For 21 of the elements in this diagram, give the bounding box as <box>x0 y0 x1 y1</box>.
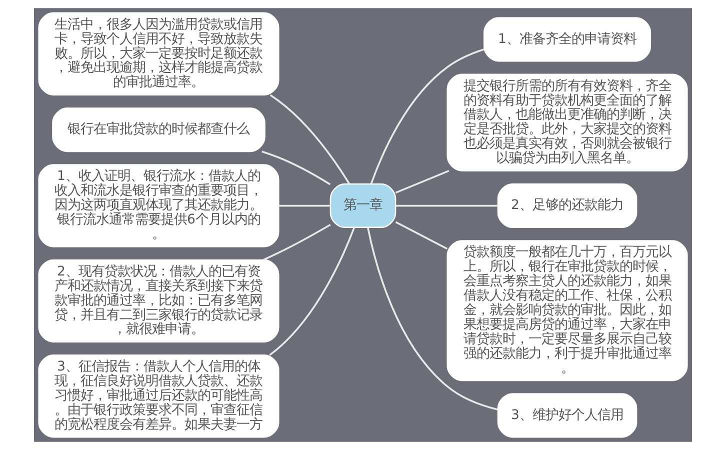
connector <box>370 48 484 184</box>
node-box: 2、现有贷款状况：借款人的已有资产和还款情况，直接关系到接下来贷款审批的通过率，比如：已有多笔网贷，并且有二到三家银行的贷款记录，就很难申请。 <box>38 259 279 342</box>
connector <box>394 221 448 250</box>
node-box: 1、准备齐全的申请资料 <box>483 17 651 62</box>
node-box: 银行在审批贷款的时候都查什么 <box>52 108 265 152</box>
connector <box>394 170 449 194</box>
connector <box>262 224 330 261</box>
connector <box>268 227 355 356</box>
node-box: 2、足够的还款能力 <box>496 183 637 228</box>
node-box: 3、维护好个人信用 <box>496 393 637 438</box>
connector <box>366 227 498 410</box>
node-box: 1、收入证明、银行流水：借款人的收入和流水是银行审查的重要项目，因为这两项直观体现了其还款能力。银行流水通常需要提供6个月以内的。 <box>38 164 279 248</box>
node-box: 第一章 <box>329 183 396 228</box>
connector <box>269 94 350 184</box>
node-box: 贷款额度一般都在几十万，百万元以上。所以，银行在审批贷款的时候，会重点考察主贷人的还款能力，如果借款人没有稳定的工作、社保，公积金，就会影响贷款的审批。因此，如果想要提高房贷的通过率，大家在申请贷款时，一定要尽量多展示自己较强的还款能力，利于提升审批通过率。 <box>446 240 688 382</box>
connector <box>261 150 330 186</box>
node-box: 3、征信报告：借款人个人信用的体现，征信良好说明借款人贷款、还款习惯好，审批通过后还款的可能性高。由于银行政策要求不同，审查征信的宽松程度会有差异。如果夫妻一方 <box>38 354 279 438</box>
node-box: 生活中，很多人因为滥用贷款或信用卡，导致个人信用不好，导致放款失败。所以，大家一定要按时足额还款，避免出现逾期，这样才能提高贷款的审批通过率。 <box>38 12 279 96</box>
connector <box>278 204 330 207</box>
connector <box>395 204 498 207</box>
node-box: 提交银行所需的所有有效资料，齐全的资料有助于贷款机构更全面的了解借款人，也能做出更准确的判断，决定是否批贷。此外，大家提交的资料也必须是真实有效，否则就会被银行以骗贷为由列入黑名单。 <box>446 74 688 172</box>
